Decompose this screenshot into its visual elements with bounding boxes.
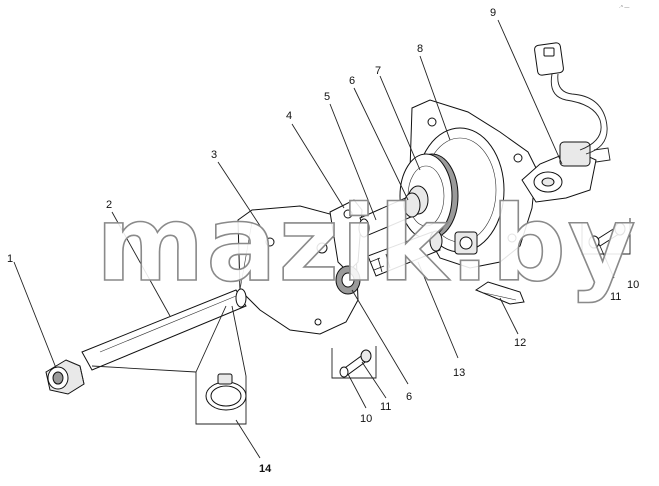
callout-11-lower: 11 bbox=[380, 401, 391, 413]
callout-9: 9 bbox=[490, 7, 496, 19]
callout-10-lower: 10 bbox=[360, 413, 372, 425]
callout-8: 8 bbox=[417, 43, 423, 55]
callout-4: 4 bbox=[286, 110, 292, 122]
part-12-bracket bbox=[474, 281, 525, 305]
corner-mark: ·^ — bbox=[619, 5, 629, 11]
callout-6-upper: 6 bbox=[349, 75, 355, 87]
part-5-shaft bbox=[358, 192, 421, 238]
callout-labels: 1 2 3 4 5 6 7 8 9 10 11 12 13 6 11 10 14 bbox=[7, 7, 639, 475]
callout-6-lower: 6 bbox=[406, 391, 412, 403]
part-10-11-screw-set-lower bbox=[331, 346, 377, 379]
callout-12: 12 bbox=[514, 337, 526, 349]
part-6-washer bbox=[335, 265, 361, 295]
callout-7: 7 bbox=[375, 65, 381, 77]
part-10-11-screw-set-right bbox=[581, 218, 631, 255]
callout-13: 13 bbox=[453, 367, 465, 379]
callout-10-right: 10 bbox=[627, 279, 639, 291]
callout-3: 3 bbox=[211, 149, 217, 161]
part-1-nut bbox=[45, 359, 85, 395]
callout-1: 1 bbox=[7, 253, 13, 265]
leader-lines bbox=[13, 19, 615, 459]
callout-5: 5 bbox=[324, 91, 330, 103]
part-9-sensor bbox=[521, 42, 611, 203]
part-4-bracket bbox=[316, 199, 363, 273]
callout-11-right: 11 bbox=[610, 291, 621, 303]
watermark: mazik.by bbox=[96, 183, 638, 305]
part-2-tube bbox=[81, 288, 247, 371]
callout-2: 2 bbox=[106, 199, 112, 211]
part-14-clamp bbox=[195, 372, 247, 425]
callout-14: 14 bbox=[259, 463, 272, 475]
part-13-worm-shaft bbox=[367, 230, 443, 277]
